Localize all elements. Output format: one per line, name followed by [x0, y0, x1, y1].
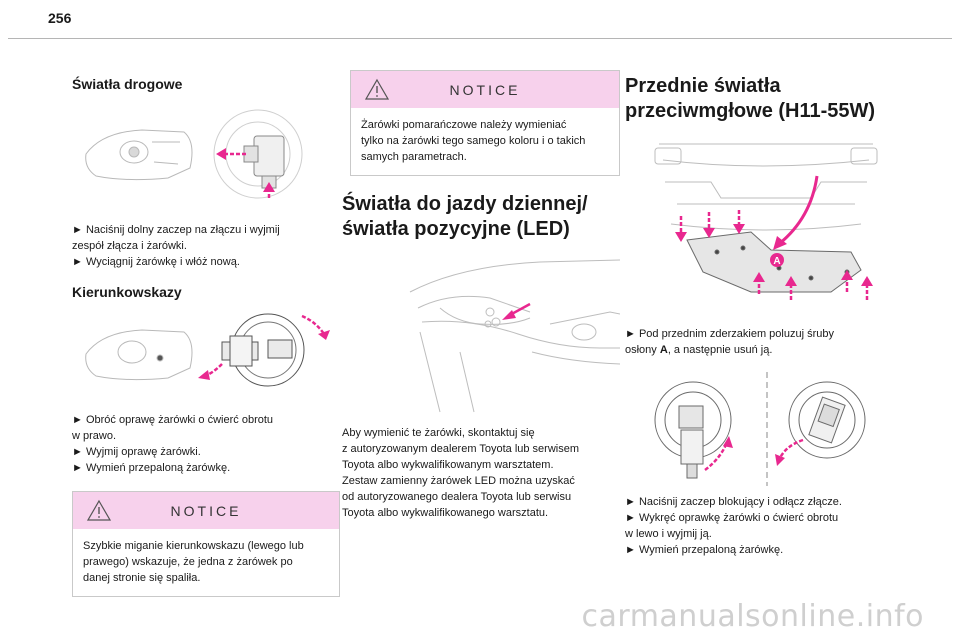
section-title-indicators: Kierunkowskazy [72, 284, 182, 300]
high-beam-step-line: ► Naciśnij dolny zaczep na złączu i wyjm… [72, 224, 280, 236]
heading-line: światła pozycyjne (LED) [342, 218, 570, 240]
fog-light-cover-illustration: A [651, 132, 893, 318]
drl-body-line: Toyota albo wykwalifikowanego warsztatu. [342, 507, 549, 519]
section-heading-drl: Światła do jazdy dziennej/ światła pozyc… [342, 192, 620, 242]
drl-body-line: Aby wymienić te żarówki, skontaktuj się [342, 427, 535, 439]
notice-header: NOTICE [351, 71, 619, 108]
drl-body-line: z autoryzowanym dealerem Toyota lub serw… [342, 443, 580, 455]
heading-line: Światła do jazdy dziennej/ [342, 193, 588, 215]
fog-bulb-step-line: w lewo i wyjmij ją. [625, 528, 712, 540]
warning-triangle-icon [87, 499, 111, 521]
indicator-step-line: ► Obróć oprawę żarówki o ćwierć obrotu [72, 414, 274, 426]
drl-body-line: Toyota albo wykwalifikowanym warsztatem. [342, 459, 554, 471]
fog-step-line: osłony A, a następnie usuń ją. [625, 342, 893, 358]
indicator-step-line: ► Wymień przepaloną żarówkę. [72, 462, 231, 474]
indicator-illustration [72, 312, 340, 392]
fog-bulb-step-line: ► Naciśnij zaczep blokujący i odłącz złą… [625, 496, 842, 508]
notice-header: NOTICE [73, 492, 339, 529]
fog-bulb-step-line: ► Wymień przepaloną żarówkę. [625, 544, 784, 556]
notice-text-line: danej stronie się spaliła. [83, 572, 201, 584]
column-2: NOTICE Żarówki pomarańczowe należy wymie… [342, 68, 621, 521]
notice-text-line: prawego) wskazuje, że jedna z żarówek po [83, 556, 293, 568]
drl-illustration [400, 252, 621, 414]
high-beam-step-line: ► Wyciągnij żarówkę i włóż nową. [72, 256, 240, 268]
fog-bulb-step-line: ► Wykręć oprawkę żarówki o ćwierć obrotu [625, 512, 839, 524]
column-3: Przednie światła przeciwmgłowe (H11-55W) [625, 68, 893, 558]
header-divider [8, 38, 952, 39]
high-beam-step-line: zespół złącza i żarówki. [72, 240, 187, 252]
section-heading-fog: Przednie światła przeciwmgłowe (H11-55W) [625, 74, 893, 124]
label-a: A [773, 256, 780, 267]
watermark: carmanualsonline.info [581, 599, 924, 634]
notice-box-orange-bulbs: NOTICE Żarówki pomarańczowe należy wymie… [350, 70, 620, 176]
cover-label-bold: A [659, 344, 668, 356]
drl-body-line: Zestaw zamienny żarówek LED można uzyska… [342, 475, 575, 487]
page-number: 256 [48, 10, 72, 26]
label-a-badge [770, 253, 784, 267]
fog-bulb-illustration [635, 370, 893, 488]
fog-step-text: osłony [625, 344, 660, 356]
warning-triangle-icon [365, 78, 389, 100]
notice-text-line: Żarówki pomarańczowe należy wymieniać [361, 119, 567, 131]
heading-line: przeciwmgłowe (H11-55W) [625, 100, 876, 122]
section-title-high-beam: Światła drogowe [72, 76, 183, 92]
column-1: Światła drogowe ► Naciśnij dolny z [72, 68, 340, 597]
indicator-step-line: ► Wyjmij oprawę żarówki. [72, 446, 201, 458]
high-beam-illustration [72, 102, 340, 208]
notice-title: NOTICE [170, 502, 242, 519]
notice-box-indicators: NOTICE Szybkie miganie kierunkowskazu (l… [72, 491, 340, 597]
notice-title: NOTICE [449, 81, 521, 98]
notice-text-line: samych parametrach. [361, 151, 467, 163]
drl-body-line: od autoryzowanego dealera Toyota lub ser… [342, 491, 572, 503]
fog-step-line: ► Pod przednim zderzakiem poluzuj śruby [625, 328, 834, 340]
notice-text-line: Szybkie miganie kierunkowskazu (lewego l… [83, 540, 304, 552]
indicator-step-line: w prawo. [72, 430, 117, 442]
notice-text-line: tylko na żarówki tego samego koloru i o … [361, 135, 586, 147]
heading-line: Przednie światła [625, 75, 781, 97]
fog-step-text: , a następnie usuń ją. [667, 344, 773, 356]
